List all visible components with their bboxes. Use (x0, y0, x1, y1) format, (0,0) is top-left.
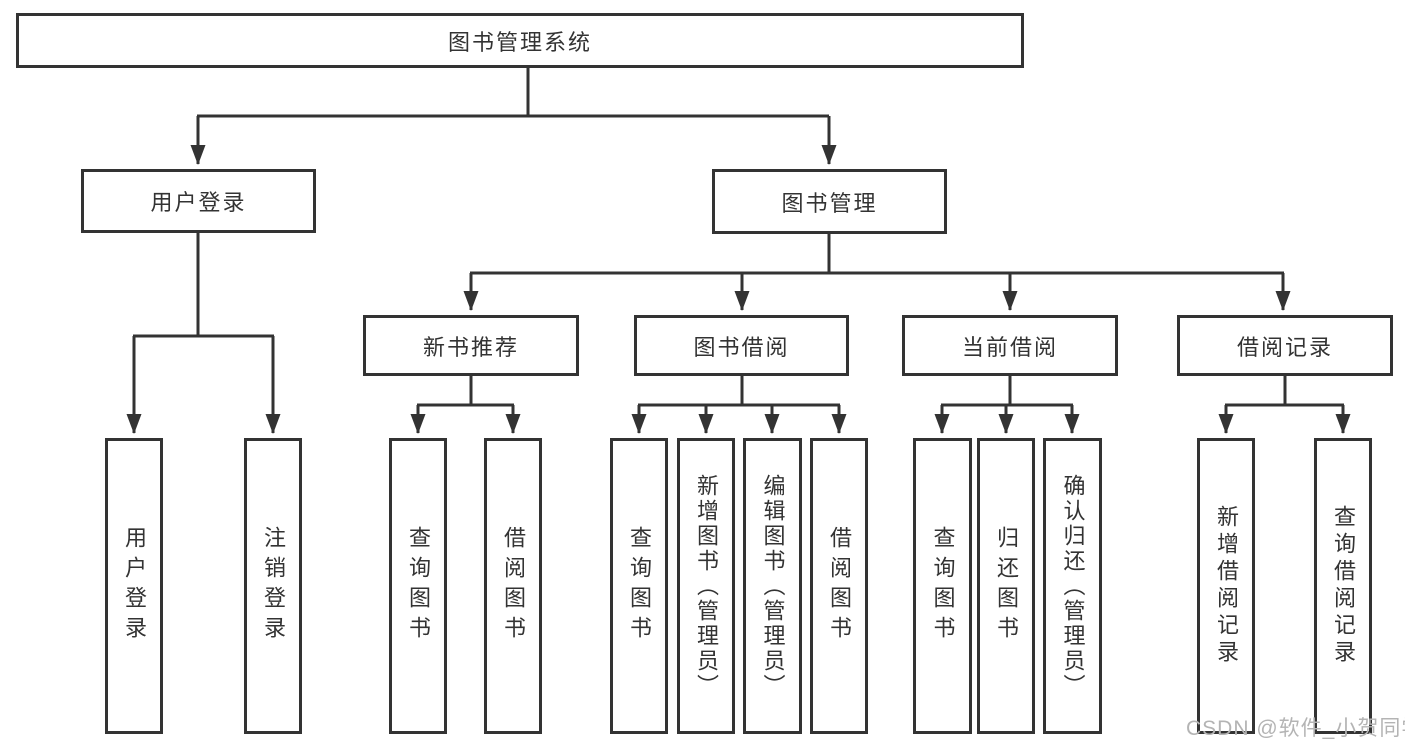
node-book-management-label: 图书管理 (781, 190, 878, 216)
node-book-borrow: 图书借阅 (634, 315, 849, 376)
leaf-query-books-2: 查询图书 (610, 438, 668, 734)
leaf-user-login-label: 用户登录 (122, 526, 147, 646)
leaf-add-borrow-record-label: 新增借阅记录 (1214, 505, 1239, 667)
leaf-confirm-return-admin-label: 确认归还（管理员） (1060, 473, 1086, 699)
node-user-login: 用户登录 (81, 169, 316, 233)
leaf-query-borrow-record-label: 查询借阅记录 (1331, 505, 1356, 667)
leaf-edit-books-admin-label: 编辑图书（管理员） (760, 473, 786, 699)
leaf-query-books-3: 查询图书 (913, 438, 972, 734)
leaf-borrow-books-1: 借阅图书 (484, 438, 542, 734)
leaf-borrow-books-2: 借阅图书 (810, 438, 868, 734)
node-borrow-records: 借阅记录 (1177, 315, 1393, 376)
leaf-add-books-admin: 新增图书（管理员） (677, 438, 735, 734)
node-current-borrow-label: 当前借阅 (961, 334, 1058, 360)
node-new-book-recommend-label: 新书推荐 (422, 334, 519, 360)
leaf-query-books-1: 查询图书 (389, 438, 447, 734)
leaf-logout-label: 注销登录 (261, 526, 286, 646)
watermark-text: CSDN @软件_小贺同学 (1186, 717, 1405, 740)
leaf-borrow-books-2-label: 借阅图书 (827, 526, 852, 646)
node-book-borrow-label: 图书借阅 (693, 334, 790, 360)
leaf-query-books-2-label: 查询图书 (627, 526, 652, 646)
node-current-borrow: 当前借阅 (902, 315, 1118, 376)
leaf-return-books: 归还图书 (977, 438, 1035, 734)
node-user-login-label: 用户登录 (150, 190, 247, 215)
node-root: 图书管理系统 (16, 13, 1024, 68)
leaf-add-borrow-record: 新增借阅记录 (1197, 438, 1255, 734)
node-book-management: 图书管理 (712, 169, 947, 234)
leaf-user-login: 用户登录 (105, 438, 163, 734)
leaf-confirm-return-admin: 确认归还（管理员） (1043, 438, 1102, 734)
node-new-book-recommend: 新书推荐 (363, 315, 579, 376)
leaf-query-borrow-record: 查询借阅记录 (1314, 438, 1372, 734)
leaf-logout: 注销登录 (244, 438, 302, 734)
leaf-query-books-1-label: 查询图书 (406, 526, 431, 646)
leaf-edit-books-admin: 编辑图书（管理员） (743, 438, 802, 734)
leaf-query-books-3-label: 查询图书 (930, 526, 956, 646)
leaf-add-books-admin-label: 新增图书（管理员） (694, 473, 719, 699)
leaf-borrow-books-1-label: 借阅图书 (501, 526, 526, 646)
node-borrow-records-label: 借阅记录 (1236, 334, 1333, 360)
leaf-return-books-label: 归还图书 (994, 526, 1019, 646)
node-root-label: 图书管理系统 (447, 29, 592, 55)
